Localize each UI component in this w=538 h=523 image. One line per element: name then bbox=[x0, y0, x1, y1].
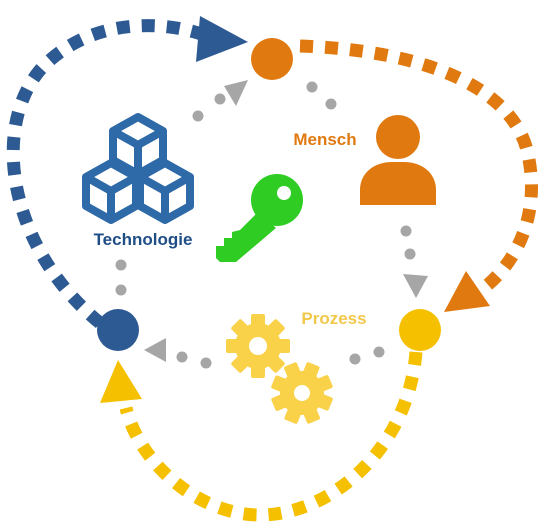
technologie-node bbox=[97, 309, 139, 351]
key-icon bbox=[216, 174, 303, 262]
mensch-label: Mensch bbox=[293, 130, 356, 149]
outer-arrow-mensch-to-prozess bbox=[299, 39, 538, 298]
person-icon bbox=[360, 115, 436, 205]
arrowhead-gray-3 bbox=[144, 338, 166, 362]
inner-connector-technologie-to-mensch bbox=[115, 80, 248, 296]
arrowhead-gray-1 bbox=[224, 80, 248, 106]
prozess-label: Prozess bbox=[301, 309, 366, 328]
gear-small-icon bbox=[271, 362, 333, 424]
mensch-node bbox=[251, 38, 293, 80]
outer-arrow-prozess-to-technologie bbox=[119, 351, 423, 522]
inner-connector-prozess-to-technologie bbox=[144, 338, 385, 369]
arrowhead-yellow bbox=[100, 360, 142, 403]
arrowhead-orange bbox=[444, 271, 490, 312]
gears-icon bbox=[226, 314, 333, 424]
outer-arrow-technologie-to-mensch bbox=[6, 19, 215, 329]
arrowhead-gray-2 bbox=[403, 274, 428, 298]
key-hole bbox=[277, 186, 291, 200]
prozess-node bbox=[399, 309, 441, 351]
gear-large-icon bbox=[226, 314, 290, 378]
cubes-icon bbox=[82, 113, 194, 224]
inner-connector-mensch-to-prozess bbox=[306, 81, 428, 298]
arrowhead-blue bbox=[196, 16, 248, 62]
technologie-label: Technologie bbox=[94, 230, 193, 249]
